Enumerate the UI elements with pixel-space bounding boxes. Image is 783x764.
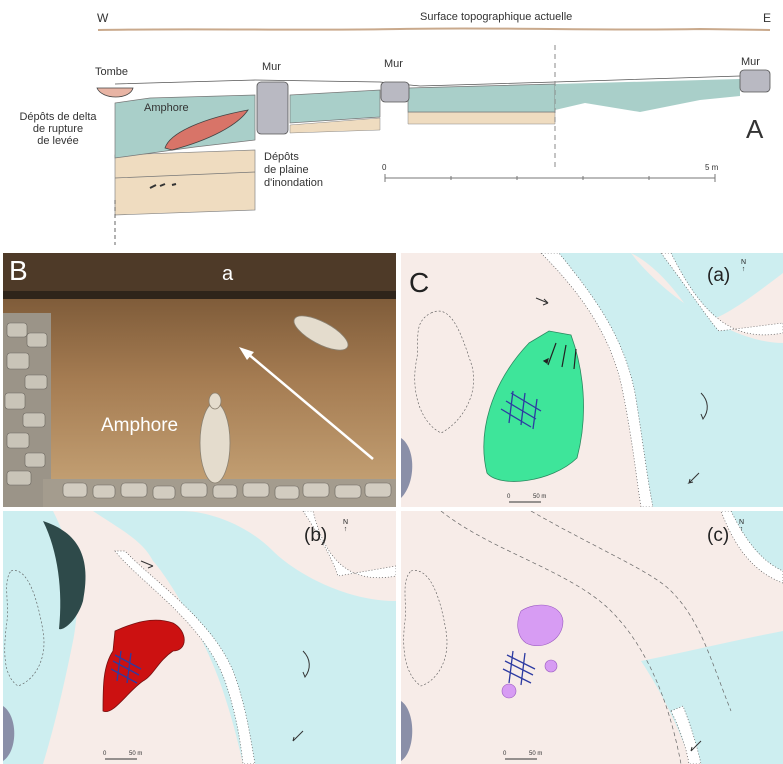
hatch-a: [500, 390, 542, 430]
panel-c-c-map: (c) N↑ 0 50 m: [401, 511, 783, 764]
wall-2: [380, 81, 410, 103]
rocky-shore-c: [401, 701, 413, 761]
panel-c-letter: C: [409, 267, 430, 298]
rocky-shore-b: [3, 706, 15, 761]
amphore-label: Amphore: [144, 102, 189, 114]
photo-amphore-label: Amphore: [101, 415, 179, 436]
map-c: [401, 511, 783, 764]
levee-breach-deposit-layer-4: [555, 79, 740, 112]
ruins-outline-c: [403, 570, 448, 687]
hatch-b: [110, 650, 142, 684]
floodplain-line-3: d'inondation: [264, 177, 323, 189]
north-label-c: N: [739, 519, 745, 526]
flow-arrow-a3: [687, 472, 700, 484]
levee-dotted-b: [114, 550, 256, 764]
map-c-label: (c): [707, 525, 730, 546]
amphora-lying: [293, 315, 349, 351]
gravel-marks: [149, 183, 177, 189]
scale-end-c: 50 m: [529, 751, 543, 757]
amphora-shape: [164, 109, 249, 151]
delta-deposits-line-2: de rupture: [32, 123, 84, 135]
scale-ticks: [384, 174, 716, 182]
levee-breach-deposit-layer-3: [407, 83, 556, 113]
floodplain-deposit-layer-3: [407, 111, 556, 125]
splay-remnant-1: [517, 604, 564, 647]
scale-start-b: 0: [103, 751, 107, 757]
section-scale-end: 5 m: [705, 163, 719, 172]
flow-arrow-a1: [535, 297, 549, 306]
scale-start-a: 0: [507, 494, 511, 500]
amphora-upright: [199, 402, 231, 484]
old-channel-dashed-2: [530, 511, 732, 712]
wall-1: [256, 81, 289, 135]
flow-arrow-c: [690, 740, 702, 752]
panel-c-b-map: (b) N↑ 0 50 m: [3, 511, 396, 764]
north-arrow-b: N↑: [343, 519, 349, 533]
breach-arrows-a: [542, 342, 577, 370]
levee-dotted-c2: [670, 705, 702, 764]
photo-label-a: a: [222, 263, 234, 285]
map-a-label: (a): [707, 265, 731, 286]
mur-label-1: Mur: [262, 61, 281, 73]
surface-label: Surface topographique actuelle: [420, 11, 573, 23]
splay-remnant-2: [544, 659, 558, 673]
section-drawing: [96, 27, 771, 245]
flow-arrow: [246, 352, 374, 460]
delta-deposits-line-1: Dépôts de delta: [19, 111, 97, 123]
floodplain-deposit-layer-2: [289, 117, 381, 134]
panel-c-a-map: C (a) N↑ 0 50 m: [401, 253, 783, 507]
delta-deposits-label: Dépôts de delta de rupture de levée: [8, 111, 108, 147]
wall-3: [739, 69, 771, 93]
crevasse-splay-b: [102, 619, 185, 712]
panel-b-photo: B a Amphore: [3, 253, 396, 507]
hatch-c: [502, 650, 536, 686]
levee-breach-deposit-layer: [114, 94, 256, 159]
base-line: [114, 171, 256, 179]
panel-a-section: W E Surface topographique actuelle Tombe…: [0, 0, 783, 248]
north-arrow-c: N↑: [739, 519, 745, 533]
flow-arrow-a2: [700, 392, 708, 421]
east-label: E: [763, 11, 772, 25]
panel-a-letter: A: [746, 114, 764, 144]
river-channel-b: [3, 511, 396, 764]
map-b: [3, 511, 396, 764]
splay-remnant-3: [501, 683, 517, 699]
north-arrow-a: N↑: [741, 259, 747, 273]
floodplain-line-1: Dépôts: [264, 151, 299, 163]
map-b-label: (b): [304, 525, 328, 546]
floodplain-deposit-layer: [114, 149, 256, 216]
west-label: W: [97, 11, 109, 25]
rocky-shore-a: [401, 438, 413, 498]
scale-start-c: 0: [503, 751, 507, 757]
river-upper: [631, 253, 783, 321]
section-scale-start: 0: [382, 163, 387, 172]
scale-end-b: 50 m: [129, 751, 143, 757]
river-upper-c: [731, 511, 783, 571]
delta-hatched: [43, 521, 86, 630]
excavation-photo: [3, 253, 396, 507]
floodplain-line-2: de plaine: [264, 164, 309, 176]
north-label-b: N: [343, 519, 349, 526]
mur-label-3: Mur: [741, 56, 760, 68]
flow-arrow-b3: [292, 730, 304, 742]
tombe-label: Tombe: [95, 66, 129, 78]
flow-arrow-b2: [302, 650, 310, 679]
ruins-outline-b: [4, 570, 45, 687]
delta-deposits-line-3: de levée: [37, 135, 79, 147]
floodplain-deposits-label: Dépôts de plaine d'inondation: [264, 151, 323, 190]
tomb-shape: [96, 87, 134, 98]
map-a: [401, 253, 783, 507]
panel-b-letter: B: [9, 255, 28, 286]
north-label-a: N: [741, 259, 747, 266]
topographic-surface-line: [97, 27, 771, 31]
old-channel-dashed: [440, 511, 682, 764]
river-channel-c: [641, 631, 783, 764]
scale-end-a: 50 m: [533, 494, 547, 500]
mur-label-2: Mur: [384, 58, 403, 70]
levee-dotted-b2: [302, 511, 396, 578]
levee-breach-deposit-layer-2: [289, 89, 381, 124]
levee-dotted: [540, 253, 654, 507]
flow-arrow-b1: [140, 560, 154, 569]
